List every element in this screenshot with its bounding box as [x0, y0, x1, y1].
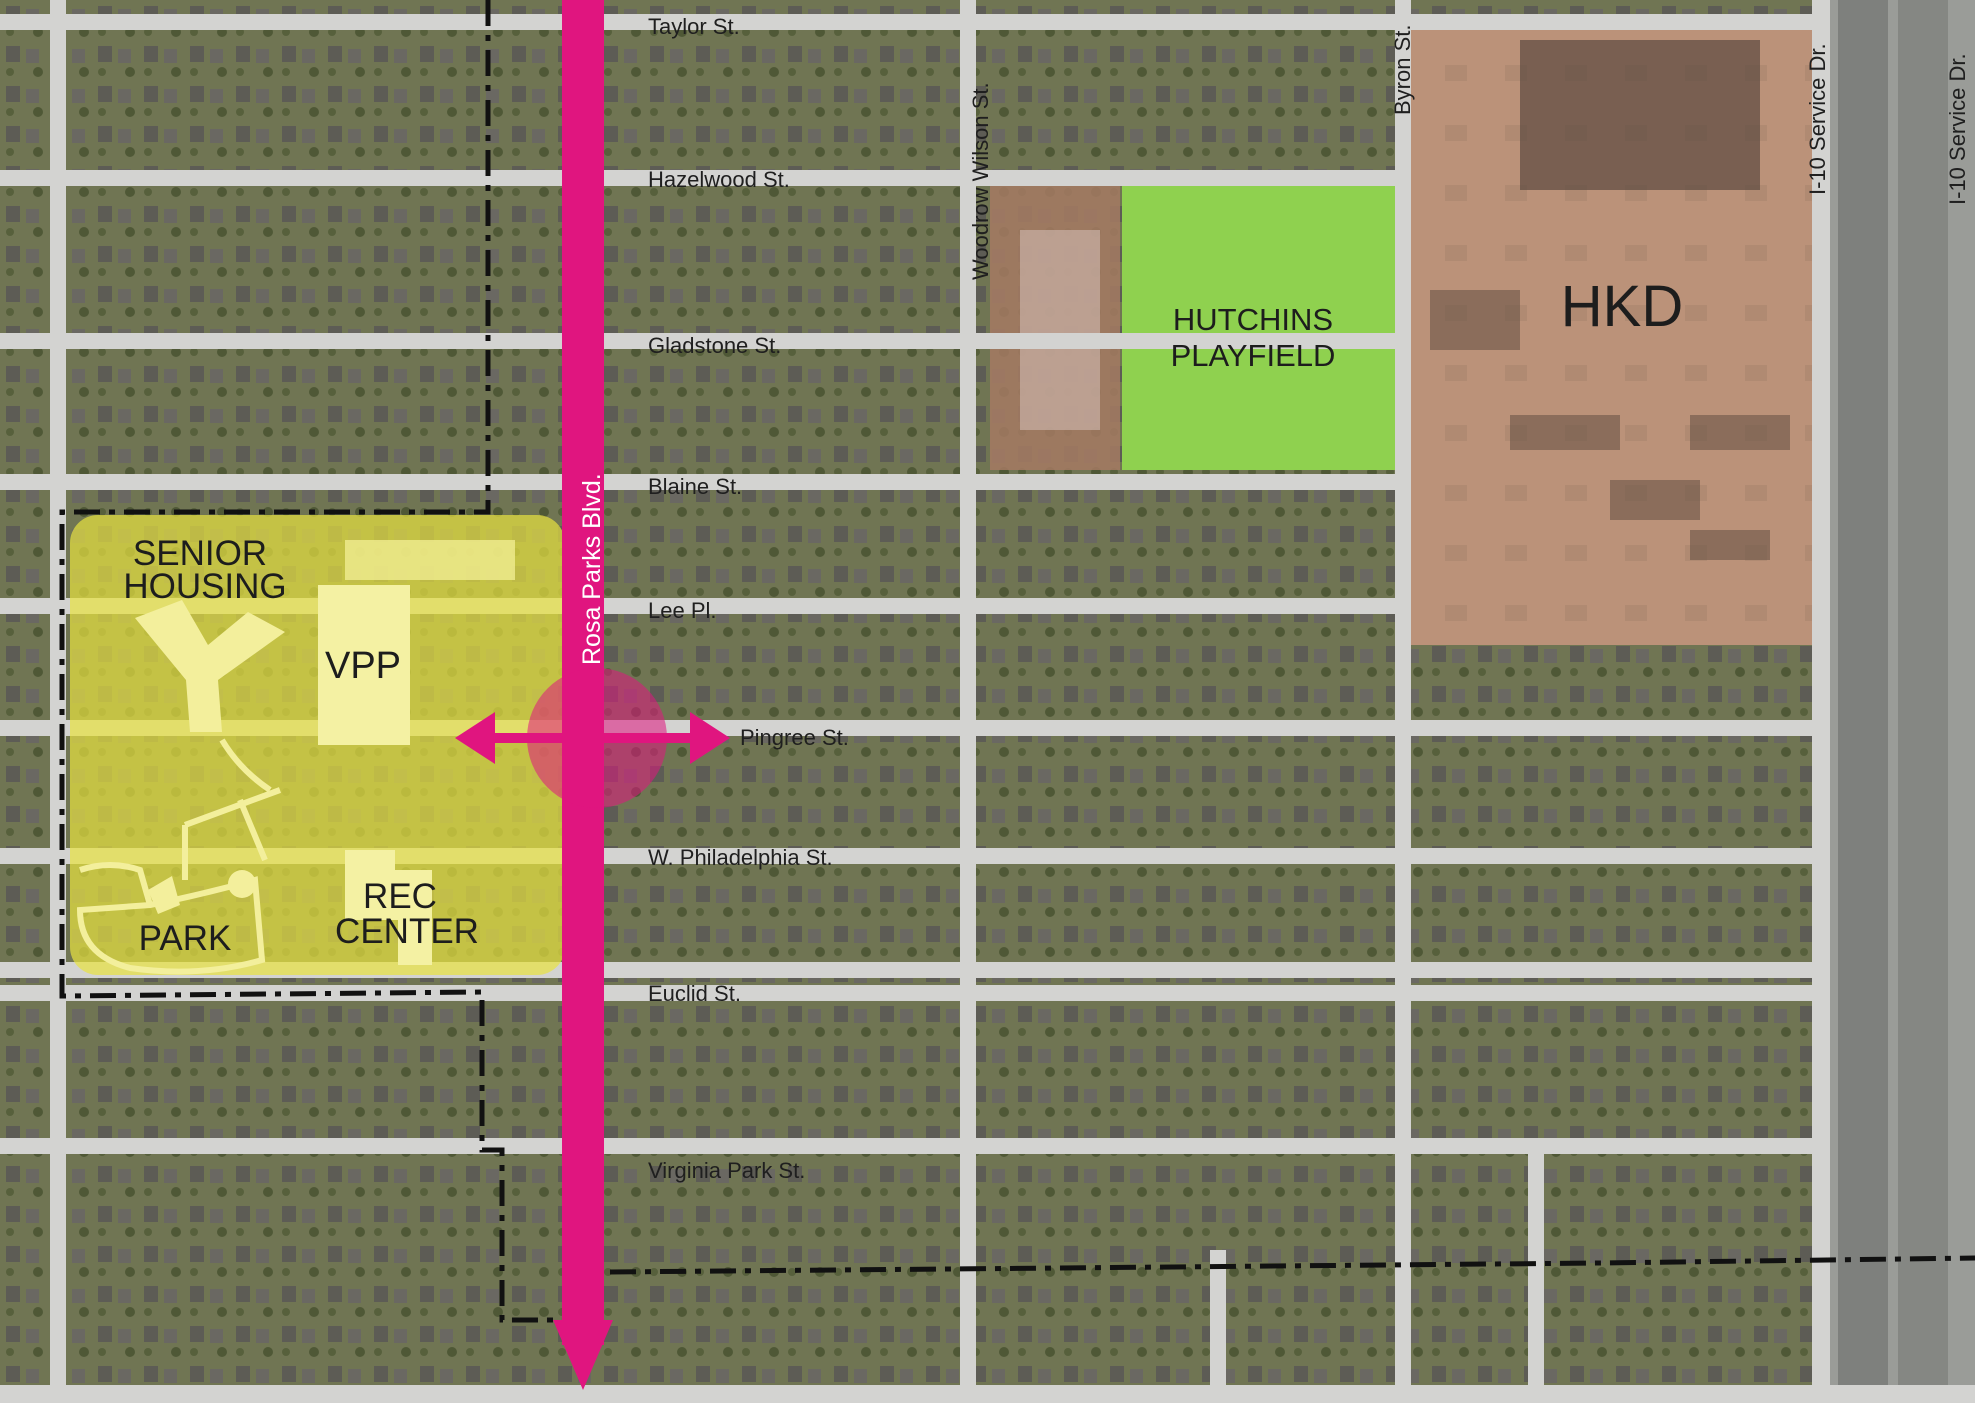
hutchins-playfield: [1122, 185, 1397, 470]
double-arrow-icon: [455, 712, 730, 764]
street-label-virginia-park: Virginia Park St.: [648, 1158, 805, 1183]
street-label-rosa-parks: Rosa Parks Blvd.: [578, 473, 606, 665]
freeway: [1830, 0, 1975, 1403]
zone-label-senior: SENIOR: [133, 534, 267, 573]
zone-label-hutchins: HUTCHINS: [1173, 302, 1333, 337]
street-label-gladstone: Gladstone St.: [648, 333, 781, 358]
zone-label-rec: REC: [363, 877, 437, 916]
street-label-hazelwood: Hazelwood St.: [648, 167, 790, 192]
vpp-building: [318, 585, 410, 745]
arrow-down-icon: [553, 1320, 613, 1390]
zone-label-park: PARK: [139, 919, 232, 958]
zone-label-center: CENTER: [335, 912, 479, 951]
street-label-blaine: Blaine St.: [648, 474, 742, 499]
street-label-lee: Lee Pl.: [648, 598, 717, 623]
street-label-i10-service-1: I-10 Service Dr.: [1805, 43, 1830, 195]
hutchins-school-building: [1020, 230, 1100, 430]
street-label-euclid: Euclid St.: [648, 981, 741, 1006]
street-label-pingree: Pingree St.: [740, 725, 849, 750]
zone-label-hkd: HKD: [1561, 274, 1683, 339]
hkd-site: [1410, 25, 1815, 645]
street-label-philadelphia: W. Philadelphia St.: [648, 845, 833, 870]
street-label-woodrow-wilson: Woodrow Wilson St.: [968, 82, 993, 280]
senior-housing-building: [135, 600, 285, 732]
zone-label-vpp: VPP: [325, 645, 401, 687]
street-label-i10-service-2: I-10 Service Dr.: [1945, 53, 1970, 205]
campus-overlay: [70, 515, 565, 975]
rec-center-building: [345, 850, 432, 965]
street-label-byron: Byron St.: [1390, 25, 1415, 115]
zone-label-playfield: PLAYFIELD: [1171, 338, 1336, 373]
zone-label-housing: HOUSING: [123, 567, 286, 606]
district-boundary: [59, 0, 1975, 1323]
street-label-taylor: Taylor St.: [648, 14, 740, 39]
